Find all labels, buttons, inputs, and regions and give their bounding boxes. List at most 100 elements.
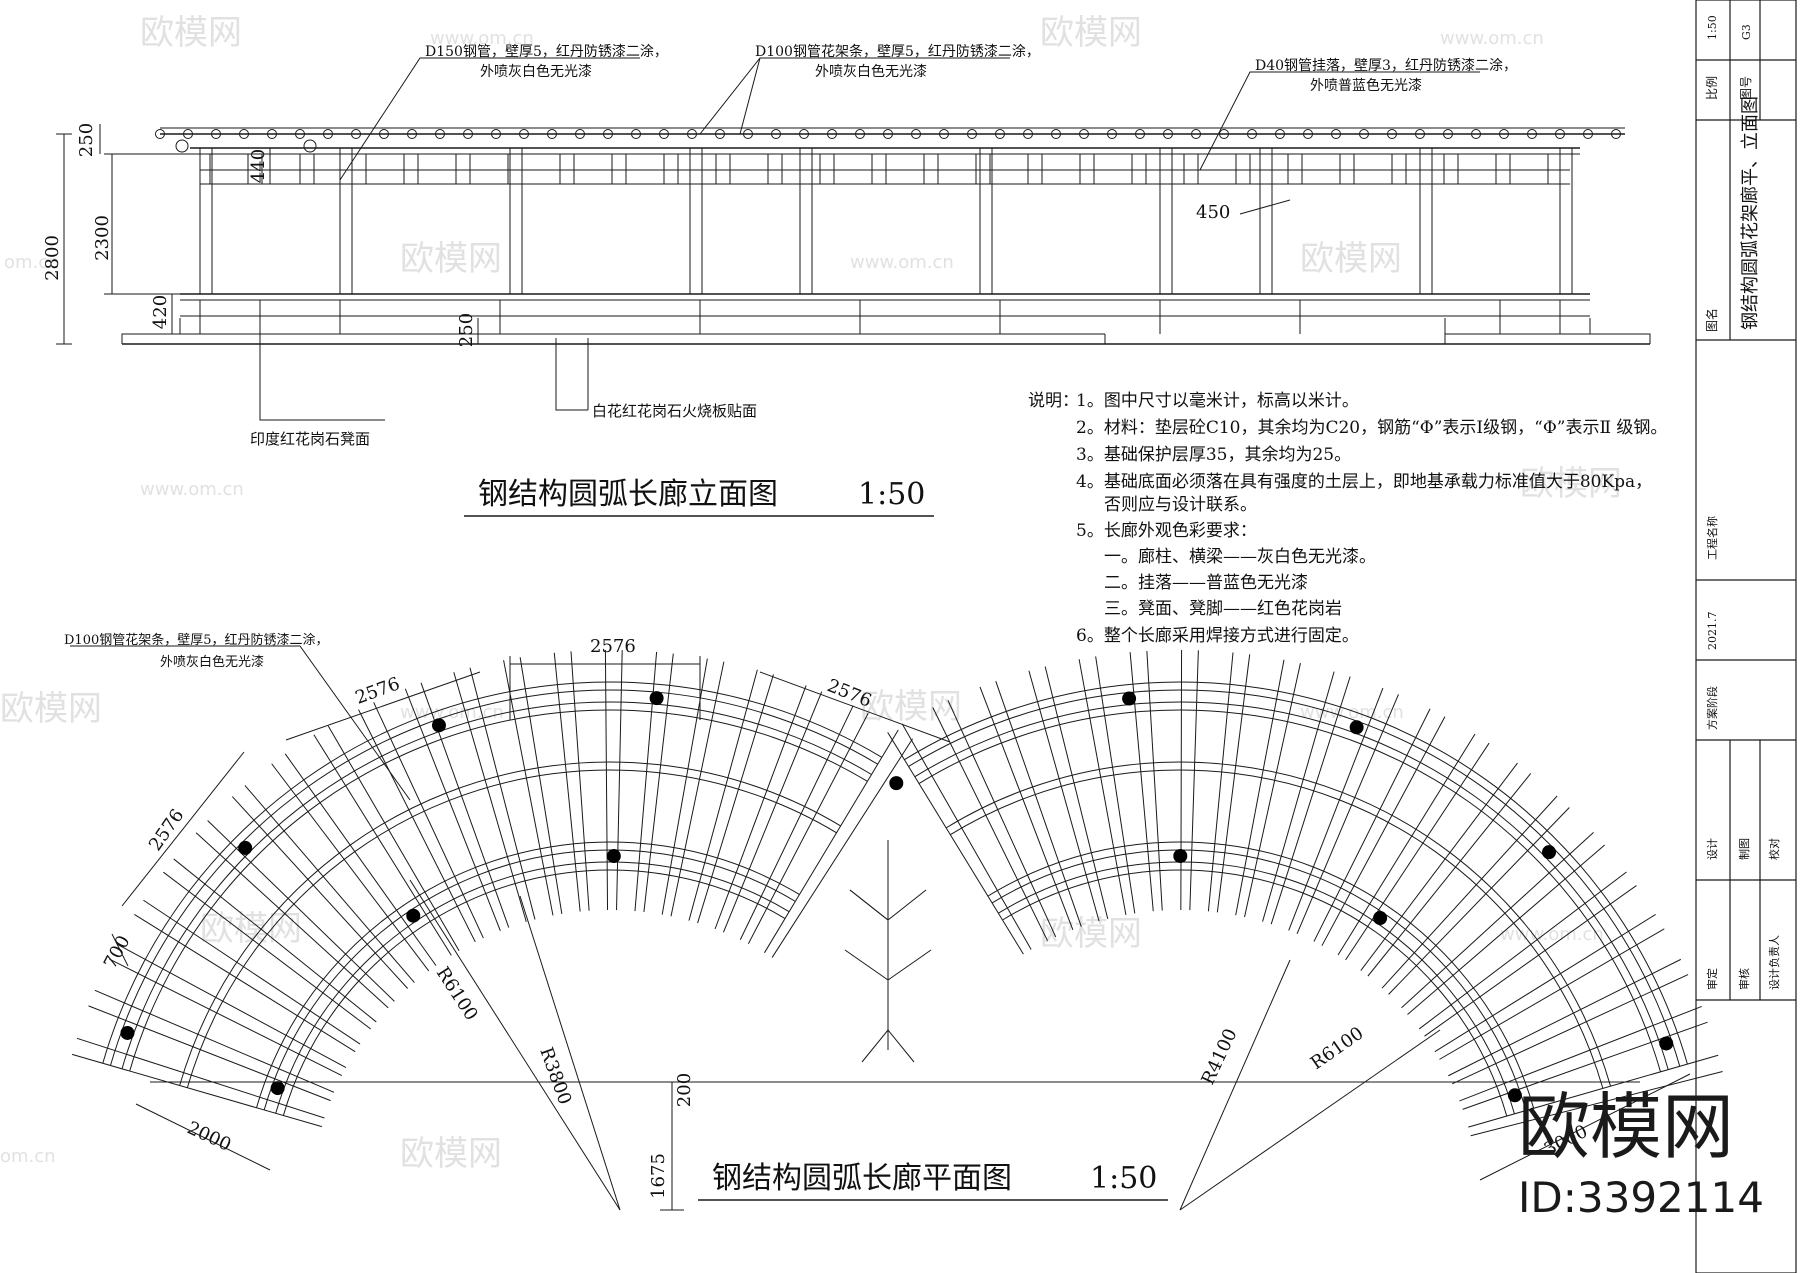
hanging-panel [729, 153, 769, 185]
tb-drafting: 制图 [1738, 838, 1751, 860]
radius-6100-right: R6100 [1307, 1023, 1368, 1074]
watermark-layer: 欧模网 www.om.cn 欧模网 www.om.cn 欧模网 www.om.c… [0, 13, 1622, 1174]
dim-2800: 2800 [42, 235, 63, 281]
plan-slat-left-edge [519, 657, 563, 914]
purlin-circle [995, 129, 1005, 139]
hanging-panel [313, 153, 353, 185]
plan-arc-left [129, 709, 868, 1072]
hanging-panel [625, 153, 665, 185]
plan-slat-left-edge [143, 899, 361, 1045]
dim-420: 420 [150, 295, 171, 329]
hanging-panel [261, 153, 301, 185]
dim-left-2576-line [121, 751, 245, 907]
purlin-circle [407, 129, 417, 139]
dim-2000: 2000 [184, 1117, 234, 1155]
tb-date: 2021.7 [1706, 612, 1719, 651]
plan-slat-right [1207, 652, 1234, 912]
plan-slat-right-edge [1367, 773, 1532, 977]
column-post [1349, 720, 1364, 735]
callout-d150-line1: D150钢管，壁厚5，红丹防锈漆二涂， [425, 44, 668, 60]
watermark-url: om.cn [0, 1146, 56, 1167]
plan-slat-left-edge [616, 650, 623, 911]
plan-slat-left [404, 688, 501, 931]
plan-slat-left [688, 669, 758, 921]
plan-slat-right-edge [1296, 694, 1399, 934]
purlin-circle [295, 129, 305, 139]
note-6: 6。整个长廊采用焊接方式进行固定。 [1076, 626, 1359, 646]
plan-slat-left-edge [771, 738, 913, 958]
purlin-circle [239, 129, 249, 139]
purlin-circle [1023, 129, 1033, 139]
plan-slat-right-edge [947, 700, 1057, 938]
plan-slat-right-edge [901, 723, 1032, 950]
plan-callout-leader [70, 645, 411, 801]
purlin-circle [183, 129, 193, 139]
elevation-purlin-circles [155, 129, 1621, 153]
dim-upper-right-2576: 2576 [824, 675, 874, 712]
column-post [1173, 849, 1188, 864]
purlin-circle [1163, 129, 1173, 139]
note-5b: 二。挂落——普蓝色无光漆 [1104, 573, 1308, 593]
watermark-logo: 欧模网 [400, 239, 502, 279]
plan-arc-left [263, 849, 796, 1111]
brand-stamp: 欧模网 ID:3392114 [1518, 1085, 1764, 1222]
tb-drawing-no-label: 图号 [1739, 76, 1753, 100]
plan-slat-right-edge [1044, 666, 1109, 919]
callout-leader-d150 [339, 57, 640, 181]
plan-slat-left [503, 660, 554, 916]
radius-3800: R3800 [535, 1045, 575, 1108]
purlin-circle [911, 129, 921, 139]
plan-slat-left-edge [670, 661, 725, 917]
plan-slat-left [358, 709, 476, 943]
plan-slat-right [1028, 670, 1100, 922]
plan-slat-left [714, 685, 807, 930]
plan-arc-left [282, 869, 786, 1116]
plan-slat-right-edge [1451, 974, 1689, 1085]
hanging-panel [1041, 153, 1081, 185]
plan-slat-left-edge [76, 1037, 325, 1119]
watermark-url: www.om.cn [400, 702, 504, 723]
plan-slat-left [313, 734, 452, 956]
plan-slat-left-edge [116, 943, 347, 1069]
plan-slat-left-edge [373, 702, 484, 939]
purlin-circle [883, 129, 893, 139]
hanging-panel [833, 153, 873, 185]
plan-center-bracing [844, 889, 932, 981]
purlin-circle [967, 129, 977, 139]
dim-450: 450 [1196, 202, 1230, 223]
plan-slat-right [1288, 687, 1384, 931]
plan-slat-right [1401, 832, 1594, 1009]
beam-end-circle [175, 139, 189, 153]
note-5c: 三。凳面、凳脚——红色花岗岩 [1104, 599, 1342, 619]
plan-slat-left-edge [747, 712, 869, 945]
plan-callout-line2: 外喷灰白色无光漆 [160, 654, 264, 670]
elevation-columns [199, 148, 1573, 334]
callout-bench-top: 印度红花岗石凳面 [250, 430, 370, 448]
purlin-circle [1247, 129, 1257, 139]
plan-slat-right-edge [1270, 676, 1351, 925]
callout-leader-granite [555, 338, 588, 411]
watermark-logo: 欧模网 [1040, 13, 1142, 53]
note-3: 3。基础保护层厚35，其余均为25。 [1076, 445, 1351, 465]
purlin-circle [463, 129, 473, 139]
note-5a: 一。廊柱、横梁——灰白色无光漆。 [1104, 547, 1376, 567]
dim-250-top: 250 [76, 123, 97, 157]
purlin-circle [575, 129, 585, 139]
purlin-circle [659, 129, 669, 139]
dim-700: 700 [100, 932, 135, 972]
plan-slat-right [1459, 1005, 1702, 1102]
watermark-url: www.om.cn [430, 28, 534, 49]
tb-check: 校对 [1767, 838, 1781, 860]
plan-slat-right [887, 732, 1024, 955]
plan-slat-right [1337, 733, 1476, 956]
plan-purlin-slats [71, 650, 1723, 1137]
plan-slat-left [231, 796, 409, 989]
plan-slat-right [1418, 871, 1627, 1030]
tb-project-label: 工程名称 [1705, 516, 1719, 560]
hanging-panel [365, 153, 405, 185]
column-post [1507, 1088, 1522, 1103]
watermark-url: www.om.cn [850, 252, 954, 273]
plan-arc-right [987, 841, 1535, 1109]
plan-slat-right [932, 707, 1049, 942]
dim-250-bottom: 250 [456, 313, 477, 347]
